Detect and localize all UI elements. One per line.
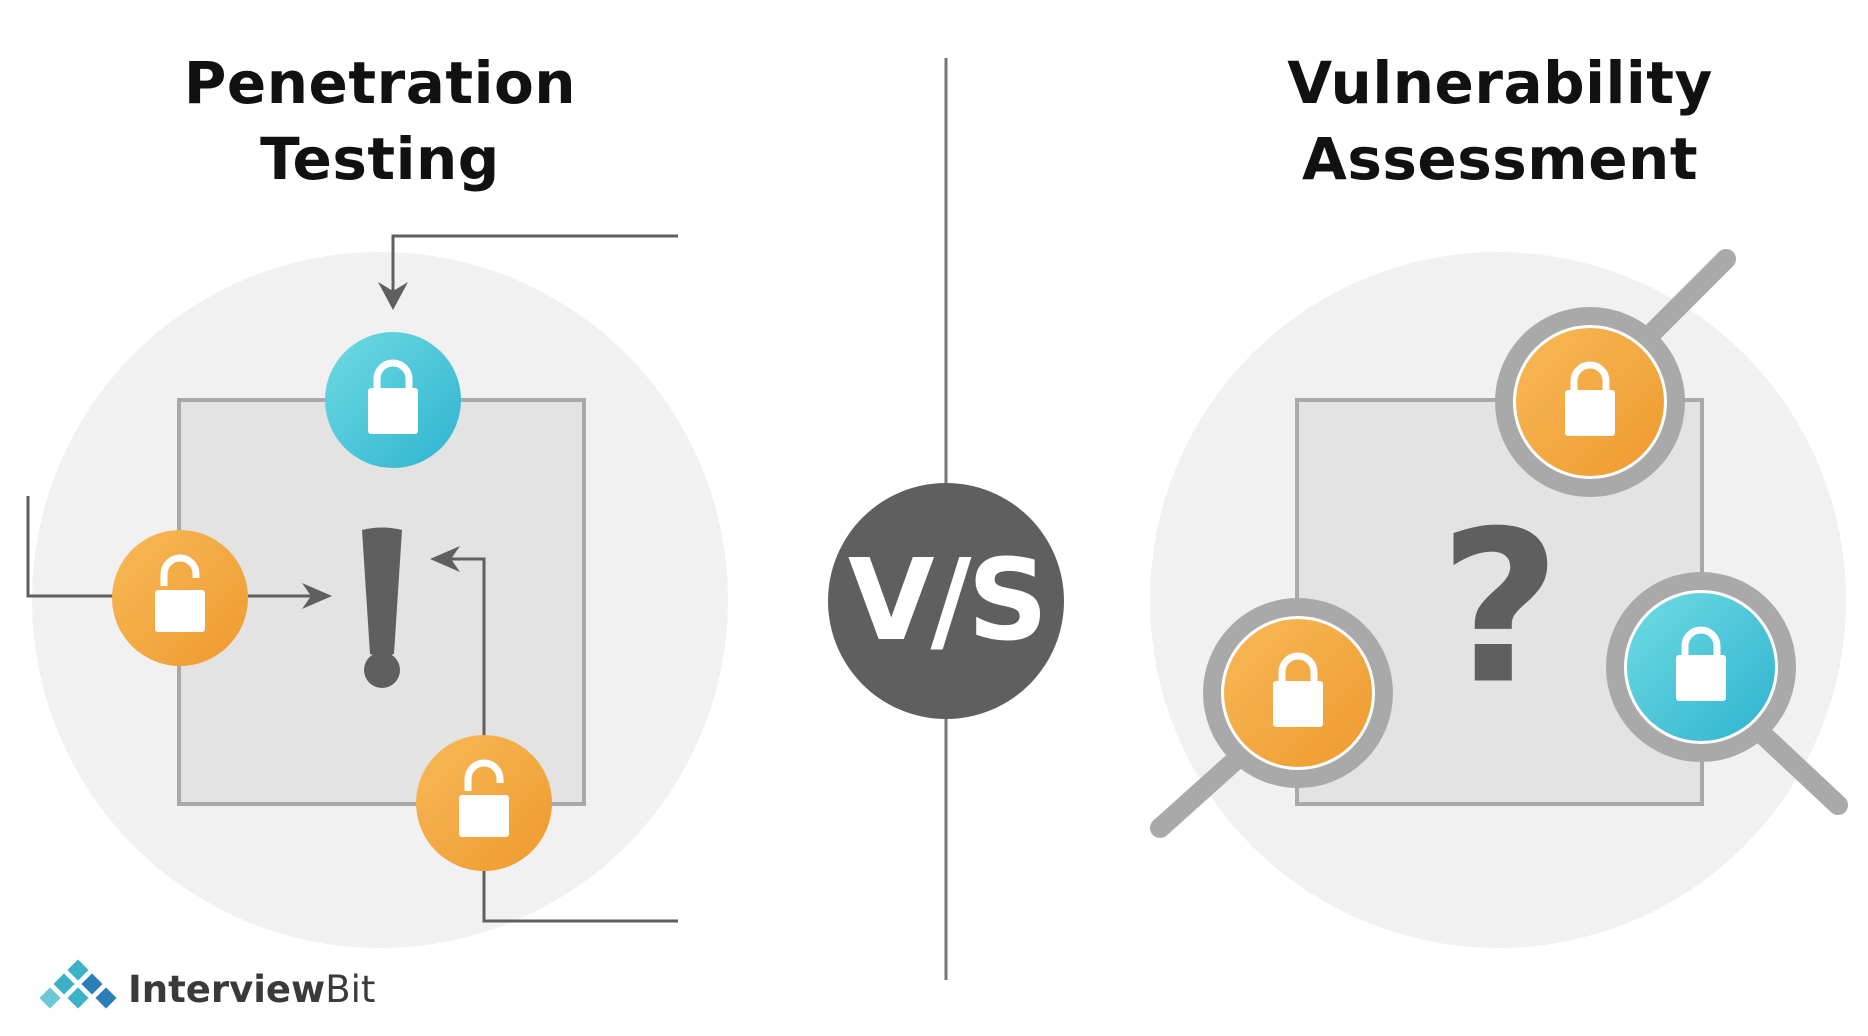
right-magnifier (1606, 572, 1848, 815)
bottom-exit-line (482, 865, 678, 923)
brand-name-light: Bit (325, 968, 376, 1011)
interviewbit-logo-text: InterviewBit (128, 968, 375, 1011)
magnifier-handle (1645, 249, 1736, 340)
magnifier-handle (1750, 722, 1848, 815)
bottom-to-center-arrow (440, 557, 486, 743)
exclamation-icon (362, 527, 402, 688)
penetration-testing-title-line2: Testing (260, 125, 500, 193)
closed-padlock-icon (368, 359, 418, 434)
top-entry-arrow (391, 234, 678, 303)
versus-badge: V/S (828, 483, 1064, 719)
open-padlock-icon (155, 554, 205, 632)
penetration-testing-title-line1: Penetration (183, 49, 577, 117)
vulnerability-assessment-title: Vulnerability Assessment (1230, 45, 1770, 197)
closed-padlock-icon (1676, 626, 1726, 701)
top-magnifier (1495, 249, 1736, 497)
interviewbit-logo-mark (36, 956, 120, 1012)
left-to-center-arrow-head (302, 583, 332, 609)
top-entry-arrow-head (378, 282, 408, 310)
left-entry-line (26, 496, 116, 598)
left-orange-lock (112, 530, 248, 666)
versus-label: V/S (848, 536, 1044, 666)
magnifier-handle (1150, 748, 1248, 838)
left-magnifier (1150, 598, 1393, 838)
bottom-to-center-arrow-head (430, 546, 460, 572)
closed-padlock-icon (1565, 361, 1615, 436)
vulnerability-assessment-title-line2: Assessment (1301, 125, 1699, 193)
question-icon: ? (1439, 486, 1561, 731)
bottom-orange-lock (416, 735, 552, 871)
closed-padlock-icon (1273, 652, 1323, 727)
vulnerability-assessment-title-line1: Vulnerability (1287, 49, 1713, 117)
vulnerability-assessment-panel: ? (1150, 249, 1848, 948)
open-padlock-icon (459, 759, 509, 837)
top-teal-lock (325, 332, 461, 468)
penetration-testing-title: Penetration Testing (130, 45, 630, 197)
brand-name-bold: Interview (128, 968, 326, 1011)
penetration-testing-panel (26, 234, 728, 948)
